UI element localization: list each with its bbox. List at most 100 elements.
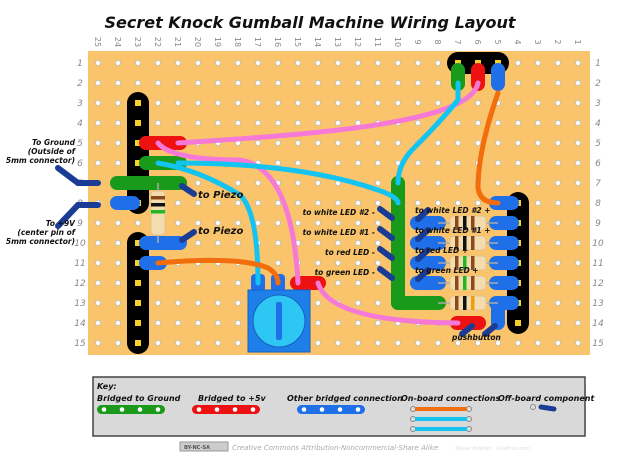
- board-hole: [174, 279, 181, 286]
- board-hole: [95, 80, 102, 87]
- board-hole: [434, 179, 441, 186]
- column-label: 21: [173, 37, 182, 47]
- key-swatch-hole: [337, 407, 343, 412]
- row-label: 14: [74, 319, 86, 329]
- column-label: 17: [253, 37, 262, 47]
- key-swatch-hole: [355, 407, 361, 412]
- board-hole: [575, 339, 582, 346]
- key-swatch-hole: [155, 407, 161, 412]
- board-hole: [314, 80, 321, 87]
- board-hole: [575, 199, 582, 206]
- board-hole: [334, 259, 341, 266]
- stub-ground: [55, 165, 101, 186]
- board-hole: [254, 80, 261, 87]
- wire-pink-pushbutton: [315, 280, 461, 326]
- row-label: 5: [595, 139, 601, 149]
- board-hole: [414, 199, 421, 206]
- column-label: 11: [373, 37, 382, 47]
- board-hole: [194, 179, 201, 186]
- board-hole: [274, 219, 281, 226]
- header-pad: [135, 320, 141, 326]
- key-onboard-hole: [410, 406, 416, 412]
- board-hole: [334, 60, 341, 67]
- board-hole: [154, 100, 161, 107]
- board-hole: [115, 139, 122, 146]
- board-hole: [494, 120, 501, 127]
- board-hole: [515, 179, 522, 186]
- wire-pink-5v-header: [175, 80, 481, 146]
- key-onboard-hole: [466, 426, 472, 432]
- board-hole: [274, 100, 281, 107]
- board-hole: [134, 60, 141, 67]
- board-hole: [334, 120, 341, 127]
- column-label: 16: [273, 37, 282, 47]
- column-label: 18: [233, 37, 242, 47]
- header-pad: [515, 320, 521, 326]
- board-hole: [115, 120, 122, 127]
- resistor-band: [471, 236, 475, 250]
- board-hole: [274, 120, 281, 127]
- board-hole: [515, 80, 522, 87]
- cc-badge: [179, 441, 229, 452]
- board-hole: [294, 100, 301, 107]
- plus9v-label-2: (center pin of: [17, 228, 76, 237]
- board-hole: [174, 80, 181, 87]
- board-hole: [515, 339, 522, 346]
- board-hole: [414, 80, 421, 87]
- board-hole: [234, 219, 241, 226]
- board-hole: [575, 279, 582, 286]
- key-onboard-label: On-board connections: [401, 394, 500, 403]
- board-hole: [314, 139, 321, 146]
- resistor: [438, 255, 498, 271]
- board-hole: [115, 259, 122, 266]
- board-hole: [555, 179, 562, 186]
- board-hole: [314, 159, 321, 166]
- resistor: [150, 183, 166, 243]
- board-hole: [555, 259, 562, 266]
- board-hole: [394, 339, 401, 346]
- board-hole: [174, 120, 181, 127]
- board-hole: [174, 60, 181, 67]
- ground-label-3: 5mm connector): [6, 156, 75, 165]
- board-hole: [214, 120, 221, 127]
- row-label: 12: [74, 279, 86, 289]
- board-hole: [535, 100, 542, 107]
- key-swatch-hole: [301, 407, 307, 412]
- board-hole: [194, 319, 201, 326]
- bridge-pushbutton-row14: [450, 316, 486, 330]
- board-hole: [194, 339, 201, 346]
- board-hole: [535, 159, 542, 166]
- board-hole: [294, 80, 301, 87]
- column-label: 7: [453, 39, 462, 44]
- board-hole: [294, 139, 301, 146]
- row-label: 14: [592, 319, 604, 329]
- board-hole: [354, 100, 361, 107]
- resistor-band: [455, 216, 459, 230]
- key-onboard-hole: [410, 426, 416, 432]
- board-hole: [454, 199, 461, 206]
- board-hole: [314, 100, 321, 107]
- stub-piezo-1: [179, 183, 197, 197]
- board-hole: [194, 80, 201, 87]
- board-hole: [354, 299, 361, 306]
- header-pad: [135, 160, 141, 166]
- board-hole: [454, 120, 461, 127]
- board-hole: [575, 100, 582, 107]
- board-hole: [454, 339, 461, 346]
- board-hole: [334, 100, 341, 107]
- row-label: 2: [595, 79, 601, 89]
- board-hole: [314, 299, 321, 306]
- board-hole: [535, 139, 542, 146]
- board-hole: [354, 199, 361, 206]
- key-other-swatch: [297, 405, 365, 414]
- resistor-band: [455, 276, 459, 290]
- board-hole: [474, 199, 481, 206]
- board-hole: [134, 80, 141, 87]
- resistor-body: [449, 295, 487, 311]
- board-hole: [234, 319, 241, 326]
- board-hole: [434, 100, 441, 107]
- column-label: 2: [553, 39, 562, 44]
- board-hole: [374, 279, 381, 286]
